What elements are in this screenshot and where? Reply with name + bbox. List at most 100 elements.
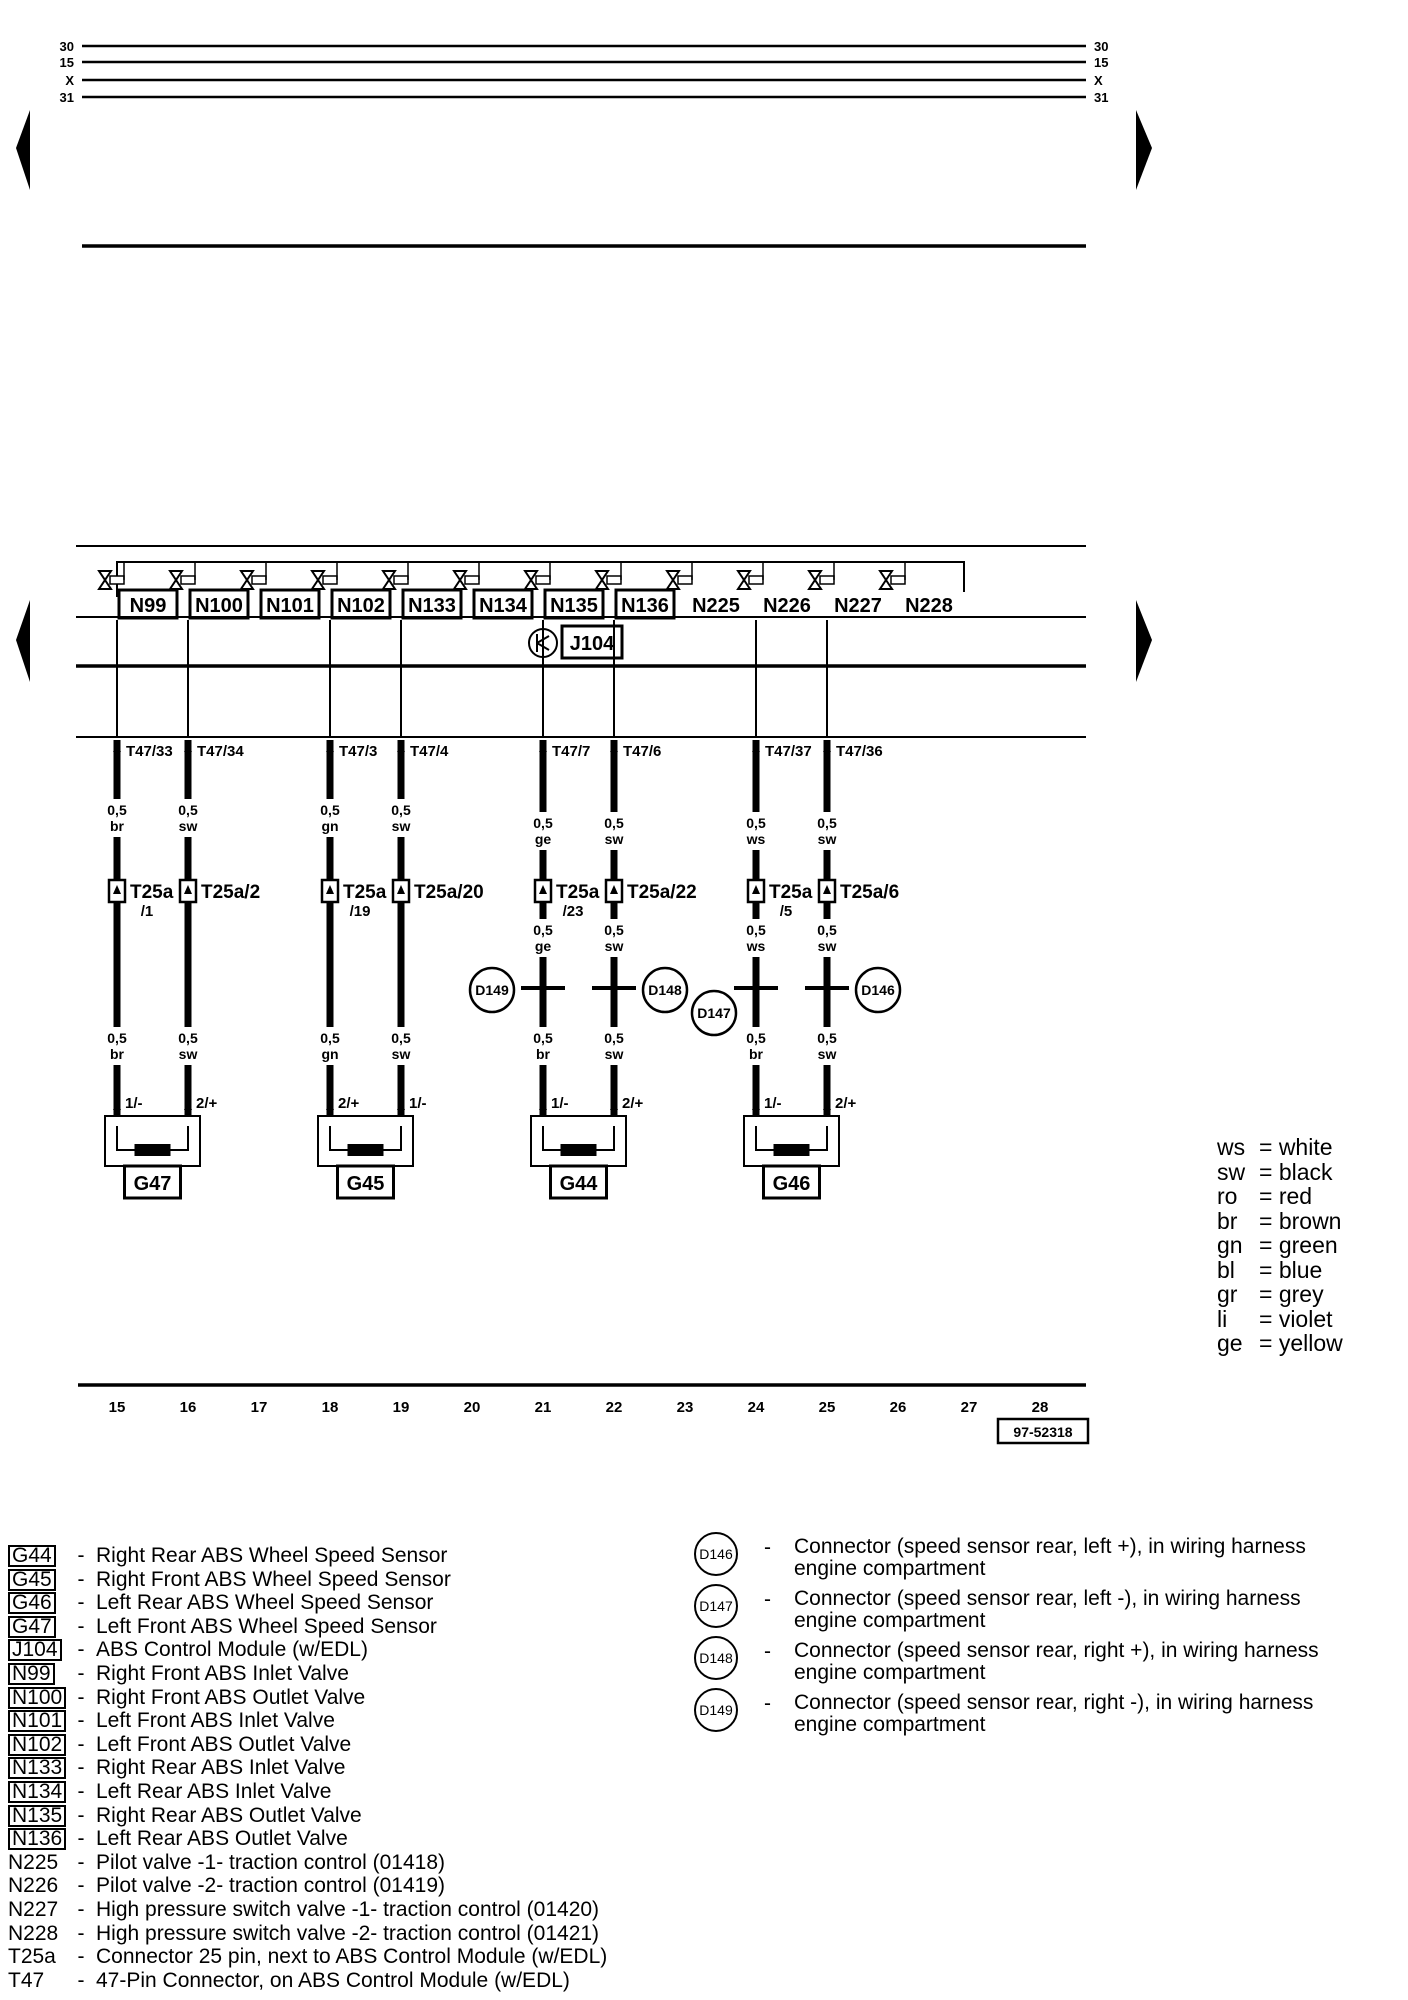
valve-symbol-icon [594, 570, 610, 590]
pin-arrow-icon [397, 744, 405, 752]
t25-label: T25a [556, 882, 600, 903]
t25-arrow-icon [610, 885, 618, 894]
track-number: 21 [535, 1399, 552, 1416]
legend-code: N227 [8, 1897, 59, 1921]
connector-desc: Connector (speed sensor rear, right -), … [794, 1691, 1314, 1736]
wire-size-label: 0,5 [107, 802, 127, 818]
legend-item: N102-Left Front ABS Outlet Valve [4, 1733, 607, 1757]
legend-item: N226-Pilot valve -2- traction control (0… [4, 1874, 607, 1898]
sensor-pin-label: 1/- [125, 1095, 143, 1112]
valve-symbol-icon [807, 570, 823, 590]
valve-label-n228: N228 [905, 595, 953, 617]
legend-dash: - [77, 1756, 85, 1780]
valve-coil-icon [464, 575, 480, 585]
color-key-abbr: gr [1217, 1281, 1238, 1307]
t25-label: T25a/20 [414, 882, 484, 903]
valve-label-n100: N100 [195, 595, 243, 617]
connector-dash: - [764, 1640, 771, 1663]
wire-size-label: 0,5 [178, 802, 198, 818]
track-number: 25 [819, 1399, 836, 1416]
color-key-name: = green [1259, 1232, 1338, 1258]
t25-sub-label: /19 [350, 903, 371, 920]
track-number: 23 [677, 1399, 694, 1416]
legend-code: N136 [4, 1827, 67, 1851]
wire-color-label: gn [321, 818, 338, 834]
wire-color-label: gn [321, 1046, 338, 1062]
legend-desc: 47-Pin Connector, on ABS Control Module … [96, 1968, 570, 1992]
valve-coil-icon [322, 575, 338, 585]
valve-coil-icon [748, 575, 764, 585]
valve-label-n134: N134 [479, 595, 528, 617]
splice-connector-d147 [690, 989, 738, 1037]
label-gap [531, 1027, 555, 1065]
legend-code: J104 [4, 1638, 66, 1662]
valve-box [330, 588, 392, 620]
track-number: 16 [180, 1399, 197, 1416]
splice-connector-label: D149 [475, 982, 509, 998]
legend-item: N100-Right Front ABS Outlet Valve [4, 1686, 607, 1710]
valve-symbol-icon [665, 570, 681, 590]
t47-pin-label: T47/34 [197, 743, 244, 760]
legend-desc: Left Front ABS Inlet Valve [96, 1709, 335, 1733]
wire-size-label: 0,5 [391, 802, 411, 818]
label-gap [815, 812, 839, 850]
wire-color-label: br [536, 1046, 551, 1062]
legend-item: N101-Left Front ABS Inlet Valve [4, 1709, 607, 1733]
color-key-name: = blue [1259, 1256, 1323, 1283]
t47-pin-label: T47/36 [836, 743, 883, 760]
legend-code: G46 [4, 1591, 66, 1615]
legend-desc: Right Front ABS Wheel Speed Sensor [96, 1567, 451, 1591]
valve-symbol-icon [736, 570, 752, 590]
legend-desc: Pilot valve -2- traction control (01419) [96, 1874, 445, 1898]
sensor-box [123, 1164, 182, 1200]
legend-dash: - [77, 1544, 85, 1567]
legend-code: T25a [8, 1945, 56, 1969]
wire-size-label: 0,5 [320, 1030, 340, 1046]
bus-label-left: 30 [60, 39, 74, 54]
label-gap [602, 812, 626, 850]
legend-item: G46-Left Rear ABS Wheel Speed Sensor [4, 1591, 607, 1615]
sensor-coil-icon [347, 1144, 384, 1156]
pin-arrow-icon [752, 744, 760, 752]
t25-arrow-icon [752, 885, 760, 894]
splice-connector-label: D147 [697, 1005, 731, 1021]
legend-dash: - [77, 1614, 85, 1638]
bus-label-left: X [65, 73, 74, 88]
pin-arrow-icon [326, 744, 334, 752]
color-key-item: ws= white [1217, 1135, 1343, 1160]
valve-symbol-icon [97, 570, 113, 590]
wire-size-label: 0,5 [817, 922, 837, 938]
valve-symbol-icon [168, 570, 184, 590]
legend-dash: - [77, 1874, 85, 1898]
label-gap [744, 1027, 768, 1065]
sensor-label-g44: G44 [560, 1173, 599, 1195]
legend-dash: - [77, 1661, 85, 1685]
legend-desc: Right Rear ABS Outlet Valve [96, 1803, 362, 1827]
t47-pin-label: T47/33 [126, 743, 173, 760]
wire-size-label: 0,5 [817, 1030, 837, 1046]
t47-pin-label: T47/37 [765, 743, 812, 760]
valve-label-n133: N133 [408, 595, 456, 617]
color-key-name: = black [1259, 1158, 1333, 1185]
t25-arrow-icon [397, 885, 405, 894]
sensor-label-g46: G46 [773, 1173, 811, 1195]
wire-color-label: br [749, 1046, 764, 1062]
t25-sub-label: /5 [780, 903, 793, 920]
legend-desc: Right Front ABS Outlet Valve [96, 1685, 366, 1709]
valve-label-n101: N101 [266, 595, 314, 617]
valve-label-n227: N227 [834, 595, 882, 617]
valve-box [614, 588, 676, 620]
label-gap [318, 1027, 342, 1065]
legend-dash: - [77, 1827, 85, 1851]
color-key-abbr: bl [1217, 1256, 1235, 1283]
splice-connector-d148 [641, 966, 689, 1014]
module-box [560, 624, 624, 660]
valve-coil-icon [890, 575, 906, 585]
color-key-item: bl = blue [1217, 1256, 1343, 1283]
wire-color-label: sw [818, 938, 837, 954]
track-number: 28 [1032, 1399, 1049, 1416]
wire-size-label: 0,5 [533, 815, 553, 831]
legend-desc: Pilot valve -1- traction control (01418) [96, 1850, 445, 1874]
color-key-name: = grey [1259, 1281, 1324, 1307]
